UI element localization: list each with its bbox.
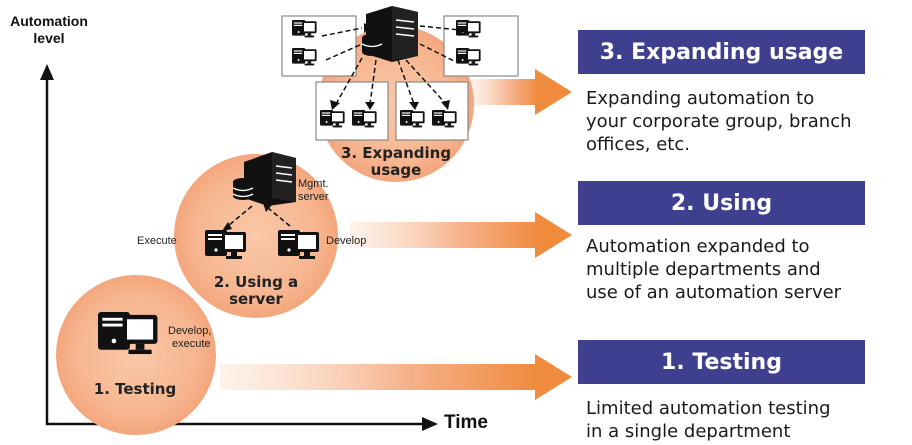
stage-2-server-icon — [244, 152, 296, 206]
stage-2-banner: 2. Using — [578, 181, 865, 225]
stage-3-office-group-bottom-right — [395, 81, 469, 141]
stage-2-circle-label-line-2: server — [229, 290, 283, 308]
x-axis-title: Time — [444, 412, 489, 433]
stage-3-description-line-1: Expanding automation to — [586, 88, 815, 109]
stage-2-execute-label: Execute — [137, 235, 177, 247]
y-axis-title-line-2: level — [33, 30, 65, 46]
stage-3-description-line-3: offices, etc. — [586, 134, 690, 155]
stage-1-banner: 1. Testing — [578, 340, 865, 384]
stage-2-arrow — [350, 212, 572, 258]
stage-3-circle-label: 3. Expanding usage — [326, 145, 466, 179]
stage-3-banner: 3. Expanding usage — [578, 30, 865, 74]
stage-3-office-group-top-right — [443, 15, 519, 77]
stage-1-description-line-1: Limited automation testing — [586, 398, 831, 419]
stage-2-description-line-1: Automation expanded to — [586, 236, 810, 257]
stage-3-circle-label-line-1: 3. Expanding — [340, 144, 452, 162]
stage-3-office-group-bottom-left — [315, 81, 389, 141]
stage-2-database-icon — [232, 178, 254, 200]
stage-3-circle-label-line-2: usage — [370, 161, 422, 179]
stage-2-server-label: Mgmt. server — [298, 178, 329, 204]
y-axis — [40, 64, 54, 425]
stage-2-circle-label: 2. Using a server — [196, 274, 316, 308]
stage-3-office-group-top-left — [281, 15, 357, 77]
stage-2-develop-label: Develop — [326, 235, 367, 247]
stage-1-annotation-line-2: execute — [172, 338, 211, 350]
stage-3-description: Expanding automation to your corporate g… — [586, 87, 852, 156]
stage-1-description-line-2: in a single department — [586, 421, 791, 442]
stage-3-database-icon — [361, 34, 383, 56]
stage-2-server-label-line-2: server — [298, 191, 329, 203]
stage-2-server-label-line-1: Mgmt. — [298, 178, 329, 190]
stage-2-connection-arrows — [227, 205, 291, 227]
stage-1-circle-label: 1. Testing — [70, 381, 200, 398]
stage-2-description: Automation expanded to multiple departme… — [586, 235, 841, 304]
stage-1-circle-label-line-1: 1. Testing — [93, 380, 177, 398]
stage-1-annotation-line-1: Develop, — [168, 325, 212, 337]
stage-3-connection-arrows — [321, 25, 461, 105]
y-axis-title: Automation level — [4, 13, 94, 47]
y-axis-title-line-1: Automation — [10, 13, 88, 29]
stage-2-description-line-3: use of an automation server — [586, 282, 842, 303]
stage-1-circle — [56, 275, 216, 435]
stage-3-arrow — [470, 69, 572, 115]
stage-1-arrow — [220, 354, 572, 400]
stage-1-description: Limited automation testing in a single d… — [586, 397, 831, 443]
stage-3-arrowheads — [330, 23, 466, 110]
stage-1-annotation: Develop, execute — [168, 325, 211, 351]
stage-2-circle — [174, 154, 338, 318]
stage-2-circle-label-line-1: 2. Using a — [213, 273, 299, 291]
stage-2-description-line-2: multiple departments and — [586, 259, 821, 280]
stage-3-description-line-2: your corporate group, branch — [586, 111, 852, 132]
